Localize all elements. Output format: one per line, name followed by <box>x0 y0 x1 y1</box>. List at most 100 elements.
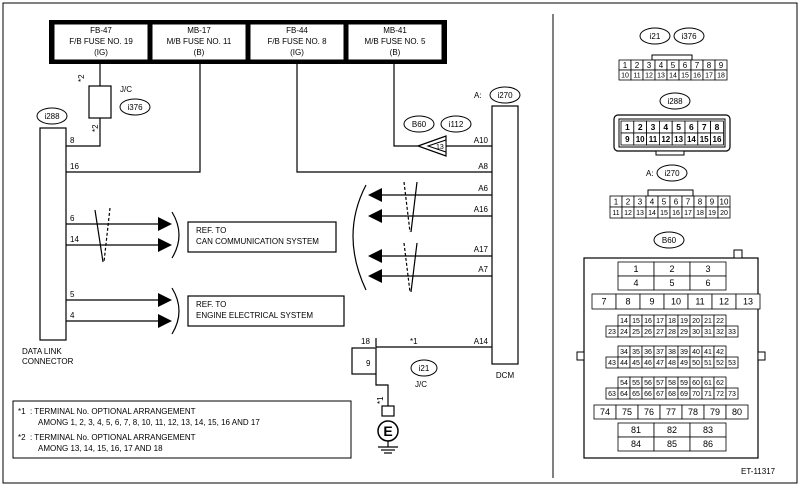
dlc-label: CONNECTOR <box>22 357 74 366</box>
fuse-sub: (IG) <box>94 48 108 57</box>
pin-number: 14 <box>648 210 656 217</box>
jc-label: J/C <box>120 85 132 94</box>
jc-star-top: *2 <box>77 74 86 82</box>
pin-number: 86 <box>703 439 713 449</box>
pin-cell <box>714 69 728 81</box>
pin-number: 2 <box>626 197 631 206</box>
pin-number: 13 <box>743 297 753 307</box>
pin-number: 16 <box>693 72 701 79</box>
pin-number: 10 <box>636 135 645 144</box>
fuse-sub: (IG) <box>290 48 304 57</box>
pin-number: 59 <box>680 380 688 387</box>
pin-number: 48 <box>668 360 676 367</box>
pin-number: 3 <box>651 122 656 132</box>
ref-engine-line2: ENGINE ELECTRICAL SYSTEM <box>196 311 313 320</box>
pin-number: 38 <box>668 349 676 356</box>
dcm-label: DCM <box>496 371 515 380</box>
pin-number: 44 <box>620 360 628 367</box>
pin-number: 4 <box>650 197 655 206</box>
shield-marks <box>94 207 180 335</box>
c1-conn2: i376 <box>681 32 697 41</box>
pin-number: 7 <box>686 197 691 206</box>
dlc-conn-id: i288 <box>44 112 60 121</box>
pin-number: 71 <box>704 391 712 398</box>
pin-number: 5 <box>662 197 667 206</box>
pin-number: 7 <box>601 297 606 307</box>
pin-number: 67 <box>656 391 664 398</box>
c3-prefix: A: <box>646 169 654 178</box>
ref-engine: REF. TO ENGINE ELECTRICAL SYSTEM <box>187 295 345 327</box>
fuse-sub: (B) <box>194 48 205 57</box>
c1-conn1: i21 <box>650 32 661 41</box>
b60-conn: B60 <box>662 236 677 245</box>
pin-number: 28 <box>668 329 676 336</box>
pin-number: 25 <box>632 329 640 336</box>
pin-number: 2 <box>638 122 643 132</box>
pin-number: 24 <box>620 329 628 336</box>
pin-number: 11 <box>633 72 640 79</box>
pin-number: 21 <box>704 318 712 325</box>
pin-number: 14 <box>620 318 628 325</box>
pin-number: 20 <box>720 210 728 217</box>
dcm-conn-id: i270 <box>497 91 513 100</box>
pin-number: 13 <box>657 72 665 79</box>
i112-conn-id: i112 <box>449 120 464 129</box>
pin-number: 4 <box>659 61 664 70</box>
dcm-pin: A8 <box>478 162 488 171</box>
pin-number: 47 <box>656 360 664 367</box>
fuse-name: M/B FUSE NO. 11 <box>167 37 232 46</box>
pin-number: 53 <box>728 360 736 367</box>
pin-number: 5 <box>676 122 681 132</box>
pin-number: 74 <box>600 407 610 417</box>
pin-number: 12 <box>624 210 632 217</box>
pin-number: 30 <box>692 329 700 336</box>
pin-number: 8 <box>715 122 720 132</box>
jc-bottom-star-line: *1 <box>376 396 385 404</box>
pin-number: 5 <box>669 278 674 288</box>
ref-can: REF. TO CAN COMMUNICATION SYSTEM <box>187 221 337 253</box>
pin-number: 83 <box>703 425 713 435</box>
jc-bottom-pin: 9 <box>366 359 371 368</box>
pin-number: 17 <box>705 72 713 79</box>
ref-can-line1: REF. TO <box>196 226 226 235</box>
pin-number: 6 <box>705 278 710 288</box>
notes-box: *1 : TERMINAL No. OPTIONAL ARRANGEMENT A… <box>12 400 352 459</box>
fuse-block: FB-47 F/B FUSE NO. 19 (IG) MB-17 M/B FUS… <box>49 20 447 64</box>
pin-number: 17 <box>684 210 692 217</box>
ground-label: E <box>383 423 392 439</box>
pin-number: 8 <box>698 197 703 206</box>
pin-cell <box>725 404 749 420</box>
fuse-name: F/B FUSE NO. 8 <box>267 37 327 46</box>
pin-number: 57 <box>656 380 664 387</box>
fuse-sub: (B) <box>390 48 401 57</box>
pin-number: 82 <box>667 425 677 435</box>
pin-number: 4 <box>663 122 668 132</box>
pin-number: 42 <box>716 349 724 356</box>
pin-number: 15 <box>681 72 689 79</box>
pin-number: 7 <box>695 61 700 70</box>
figure-id: ET-11317 <box>741 467 776 476</box>
pin-number: 64 <box>620 391 628 398</box>
pin-number: 43 <box>608 360 616 367</box>
pin-number: 3 <box>705 264 710 274</box>
note-text: AMONG 1, 2, 3, 4, 5, 6, 7, 8, 10, 11, 12… <box>38 418 260 427</box>
pin-number: 20 <box>692 318 700 325</box>
pin-number: 73 <box>728 391 736 398</box>
wires <box>66 64 492 348</box>
pin-number: 55 <box>632 380 640 387</box>
pin-number: 84 <box>631 439 641 449</box>
pin-number: 15 <box>700 135 709 144</box>
dcm-module: A: i270 A10 A8 A6 A16 A17 A7 A14 DCM <box>474 86 521 380</box>
pin-number: 22 <box>716 318 724 325</box>
pin-number: 16 <box>713 135 722 144</box>
pin-cell <box>689 275 727 291</box>
pin-number: 36 <box>644 349 652 356</box>
pin-number: 1 <box>614 197 619 206</box>
b60-pin: 13 <box>436 144 444 151</box>
pin-number: 13 <box>636 210 644 217</box>
pin-number: 6 <box>674 197 679 206</box>
pin-number: 37 <box>656 349 664 356</box>
